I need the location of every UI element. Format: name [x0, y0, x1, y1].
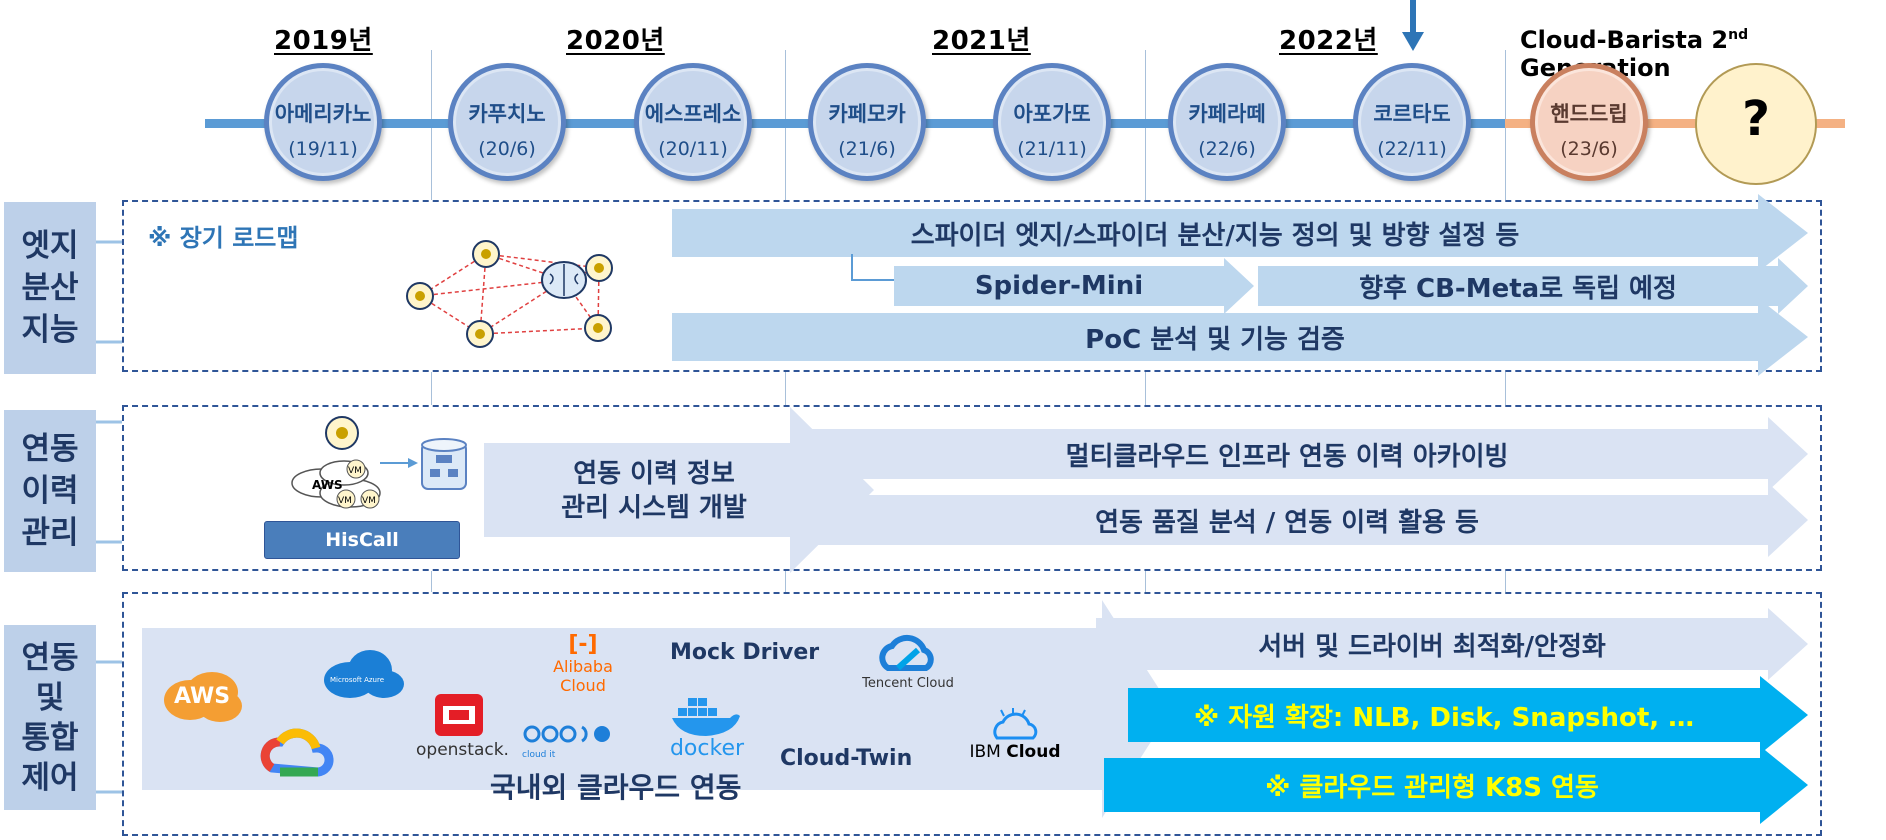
release-node-americano: 아메리카노 (19/11) [264, 63, 382, 181]
edge-network-diagram [406, 240, 613, 348]
integration-panel: 국내외 클라우드 연동 AWS Microsoft Azure openstac… [122, 592, 1822, 836]
cloudit-logo-mark [523, 725, 610, 743]
release-node-espresso: 에스프레소 (20/11) [634, 63, 752, 181]
current-release-arrow-icon [1402, 0, 1424, 51]
integration-arrow-1-shape [1096, 608, 1808, 680]
mock-driver-label: Mock Driver [670, 640, 820, 665]
spider-icon [406, 240, 613, 348]
svg-text:VM: VM [338, 496, 352, 506]
release-node-cafemocha: 카페모카 (21/6) [808, 63, 926, 181]
year-label-2020: 2020년 [566, 26, 665, 56]
integration-side-label: 연동 및 통합 제어 [4, 625, 96, 810]
release-node-handdrip: 핸드드립 (23/6) [1530, 63, 1648, 181]
release-node-affogato: 아포가또 (21/11) [993, 63, 1111, 181]
openstack-logo-icon: openstack. [416, 692, 509, 760]
integration-side-connector [96, 660, 122, 794]
tencent-cloud-logo-icon: Tencent Cloud [858, 632, 958, 691]
cloudit-logo-icon: cloud it [522, 722, 622, 760]
edge-arrow-1-shape [672, 194, 1808, 272]
integration-arrow-2-shape [1128, 676, 1808, 754]
ibm-cloud-logo-icon: IBM Cloud [960, 706, 1070, 762]
edge-side-connector [96, 240, 122, 344]
edge-panel: ※ 장기 로드맵 스파이더 엣지/스파이더 분산/지능 정의 및 방향 설정 등 [122, 194, 1822, 376]
integration-arrow-3-shape [1104, 746, 1808, 824]
spider-mini-arrow: Spider-Mini [974, 271, 1144, 301]
history-side-label: 연동 이력 관리 [4, 410, 96, 572]
edge-arrow-2-shape [894, 258, 1254, 314]
server-driver-optimization-arrow: 서버 및 드라이버 최적화/안정화 [1258, 631, 1606, 662]
edge-side-label: 엣지 분산 지능 [4, 202, 96, 374]
cloud-integration-label: 국내외 클라우드 연동 [490, 771, 742, 804]
history-arrow-1-shape [806, 417, 1808, 491]
hiscall-diagram: AWS VM VM VM [291, 416, 467, 509]
release-node-cortado: 코르타도 (22/11) [1353, 63, 1471, 181]
database-icon [421, 438, 467, 490]
svg-text:AWS: AWS [312, 478, 343, 492]
edge-arrow-3-shape [1258, 258, 1808, 314]
cloud-icon [291, 460, 381, 508]
release-node-cafelatte: 카페라떼 (22/6) [1168, 63, 1286, 181]
dev-arrow-text: 연동 이력 정보 관리 시스템 개발 [561, 459, 747, 523]
poc-arrow: PoC 분석 및 기능 검증 [1085, 324, 1345, 355]
release-node-cappuccino: 카푸치노 (20/6) [448, 63, 566, 181]
cb-meta-arrow: 향후 CB-Meta로 독립 예정 [1359, 273, 1677, 304]
svg-text:VM: VM [362, 496, 376, 506]
dev-arrow-shape [484, 407, 874, 573]
year-label-2019: 2019년 [274, 26, 373, 56]
edge-arrow-4-shape [672, 298, 1808, 376]
long-term-roadmap-note: ※ 장기 로드맵 [148, 224, 299, 252]
alibaba-cloud-logo-icon: [-] Alibaba Cloud [553, 632, 613, 695]
resource-extension-arrow: ※ 자원 확장: NLB, Disk, Snapshot, … [1193, 702, 1695, 733]
google-cloud-logo-icon [260, 724, 336, 784]
history-arrow-2-shape [806, 483, 1808, 557]
history-archiving-arrow: 멀티클라우드 인프라 연동 이력 아카이빙 [1065, 441, 1509, 472]
hiscall-label: HisCall [264, 521, 460, 559]
year-label-2021: 2021년 [932, 26, 1031, 56]
aws-logo-icon: AWS [160, 668, 246, 724]
history-panel: AWS VM VM VM HisCall 연동 이력 정보 관리 시스템 개발 … [122, 405, 1822, 573]
docker-logo-icon: docker [662, 694, 752, 761]
azure-logo-icon: Microsoft Azure [320, 646, 406, 702]
history-quality-arrow: 연동 품질 분석 / 연동 이력 활용 등 [1095, 507, 1479, 538]
svg-text:VM: VM [348, 466, 362, 476]
history-side-connector [96, 420, 122, 544]
brain-icon [541, 261, 587, 299]
timeline-future-line [1505, 119, 1845, 128]
cloud-twin-label: Cloud-Twin [780, 746, 913, 771]
release-node-unknown: ? [1695, 63, 1817, 185]
k8s-integration-arrow: ※ 클라우드 관리형 K8S 연동 [1265, 772, 1599, 803]
year-label-2022: 2022년 [1279, 26, 1378, 56]
edge-arrow-1: 스파이더 엣지/스파이더 분산/지능 정의 및 방향 설정 등 [910, 220, 1520, 251]
